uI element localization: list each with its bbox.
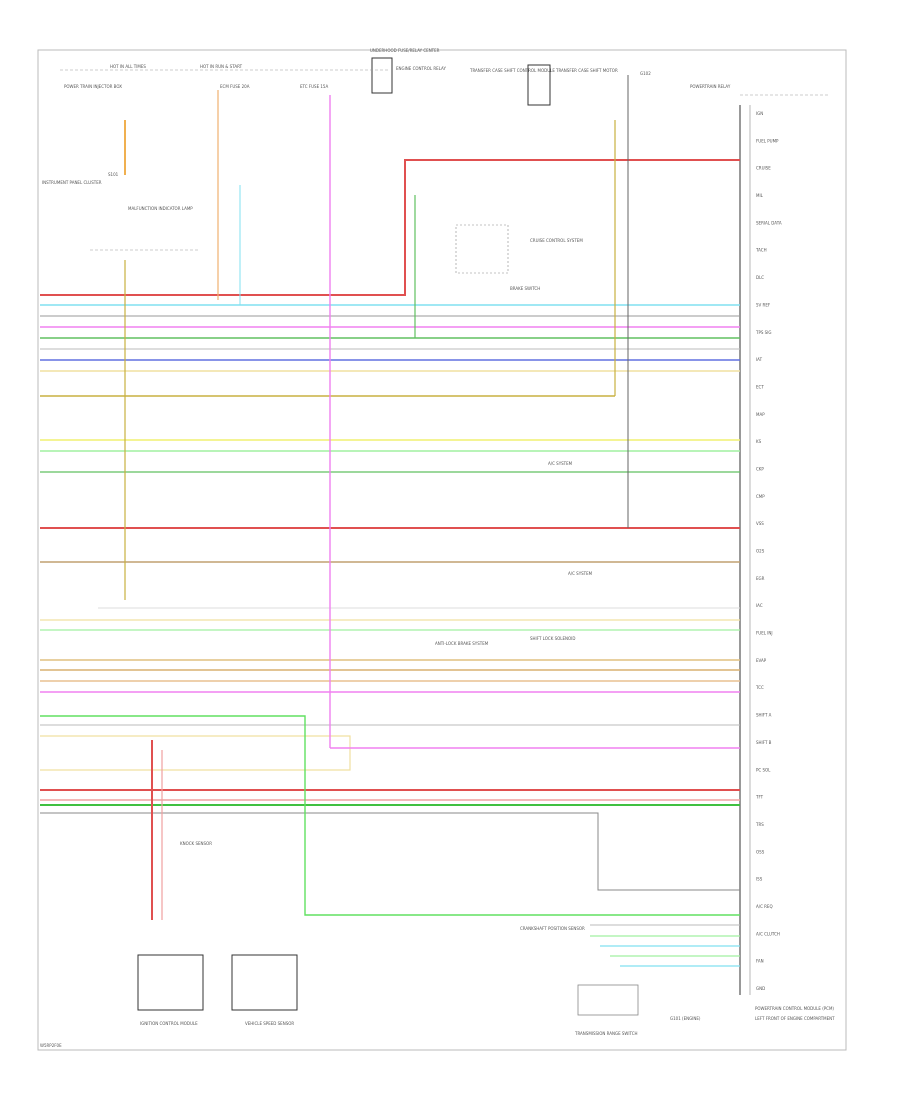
label-hot-all-times: HOT IN ALL TIMES (110, 64, 146, 69)
label-a-c: A/C SYSTEM (568, 571, 593, 576)
label-g-ground: G101 (ENGINE) (670, 1016, 701, 1021)
pcm-pin-label: TPS SIG (755, 330, 771, 335)
pcm-pin-label: O2S (756, 549, 765, 554)
label-pcm-location: LEFT FRONT OF ENGINE COMPARTMENT (755, 1016, 835, 1021)
label-fuse-left: POWER TRAIN INJECTOR BOX (64, 84, 122, 89)
pcm-pin-label: CKP (756, 467, 764, 472)
top-components (60, 57, 551, 274)
label-brake: BRAKE SWITCH (510, 286, 540, 291)
label-trans-right: TRANSFER CASE SHIFT MOTOR (555, 68, 618, 73)
pcm-pin-label: TACH (755, 248, 767, 253)
label-fuse-right: ETC FUSE 15A (300, 84, 328, 89)
pcm-pin-label: CMP (756, 494, 765, 499)
pcm-pin-label: DLC (756, 275, 764, 280)
wire-gray-down (40, 812, 740, 891)
pcm-pin-label: FAN (756, 959, 764, 964)
label-ignition: IGNITION CONTROL MODULE (140, 1021, 198, 1026)
wire-tan-loop (40, 735, 351, 771)
labels: UNDERHOOD FUSE/RELAY CENTER HOT IN ALL T… (40, 48, 835, 1048)
label-ac-system: A/C SYSTEM (548, 461, 573, 466)
trans-module-box (527, 64, 551, 106)
label-cruise: CRUISE CONTROL SYSTEM (530, 238, 583, 243)
pcm-pin-label: SHIFT B (756, 740, 772, 745)
pcm-pin-label: IGN (756, 111, 763, 116)
label-malf-lamp: MALFUNCTION INDICATOR LAMP (128, 206, 193, 211)
pcm-pin-label: IAC (756, 603, 763, 608)
label-shift-interlock: ANTI-LOCK BRAKE SYSTEM (435, 641, 489, 646)
pcm-pin-label: IAT (756, 357, 763, 362)
pcm-pin-label: SHIFT A (756, 713, 772, 718)
ignition-module-box (231, 954, 298, 1011)
relay-box (371, 57, 393, 94)
pcm-pin-label: 5V REF (756, 302, 771, 307)
label-splice: S101 (108, 172, 119, 177)
pcm-pin-label: TCC (755, 685, 764, 690)
label-hot-run-start: HOT IN RUN & START (200, 64, 243, 69)
pcm-connector (739, 94, 830, 995)
pcm-pin-label: TFT (755, 795, 764, 800)
pcm-pin-label: KS (756, 439, 762, 444)
diagram-frame (37, 49, 847, 1051)
knock-sensor-box (137, 954, 204, 1011)
pcm-pin-label: A/C CLUTCH (756, 931, 780, 936)
pcm-pin-label: EVAP (756, 658, 767, 663)
label-bat-ground: G102 (640, 71, 651, 76)
pcm-pin-label: PC SOL (756, 767, 771, 772)
pcm-pin-label: CRUISE (756, 166, 771, 171)
bottom-components (137, 954, 639, 1016)
pcm-pin-label: VSS (756, 521, 764, 526)
wire-green-down (40, 715, 740, 916)
pcm-pin-label: MAP (756, 412, 765, 417)
label-instr-cluster: INSTRUMENT PANEL CLUSTER (42, 180, 102, 185)
label-knock: KNOCK SENSOR (180, 841, 212, 846)
label-shift-lock: SHIFT LOCK SOLENOID (530, 636, 575, 641)
trans-range-box (577, 984, 639, 1016)
pcm-pin-label: A/C REQ (756, 904, 773, 909)
label-fuse-mid: ECM FUSE 20A (220, 84, 250, 89)
pcm-pin-label: ECT (756, 384, 764, 389)
label-trans-left: TRANSFER CASE SHIFT CONTROL MODULE (469, 68, 555, 73)
wire-red-top (40, 159, 740, 296)
footer-code: W5RP2F0E (40, 1043, 62, 1048)
pcm-pin-label: OSS (756, 849, 765, 854)
pcm-pin-label: MIL (756, 193, 764, 198)
label-idle-solenoid: CRANKSHAFT POSITION SENSOR (520, 926, 585, 931)
label-relay: ENGINE CONTROL RELAY (396, 66, 446, 71)
pcm-pin-label: EGR (756, 576, 765, 581)
label-relay-box: POWERTRAIN RELAY (690, 84, 731, 89)
label-pcm-title: POWERTRAIN CONTROL MODULE (PCM) (755, 1006, 834, 1011)
wires (40, 159, 740, 967)
pcm-pin-label: ISS (756, 877, 763, 882)
label-vss: VEHICLE SPEED SENSOR (245, 1021, 294, 1026)
label-trans-range: TRANSMISSION RANGE SWITCH (574, 1031, 638, 1036)
pcm-pin-label: SERIAL DATA (756, 220, 782, 225)
pcm-pin-label: TRS (755, 822, 764, 827)
cruise-module-box (455, 224, 509, 274)
pcm-pin-label: FUEL PUMP (756, 138, 779, 143)
vertical-wires (124, 75, 629, 920)
pcm-pin-labels: IGN FUEL PUMP CRUISE MIL SERIAL DATA TACH DLC 5… (755, 111, 782, 991)
label-underhood-fuse: UNDERHOOD FUSE/RELAY CENTER (370, 48, 440, 53)
pcm-pin-label: GND (756, 986, 765, 991)
pcm-pin-label: FUEL INJ (756, 631, 773, 636)
